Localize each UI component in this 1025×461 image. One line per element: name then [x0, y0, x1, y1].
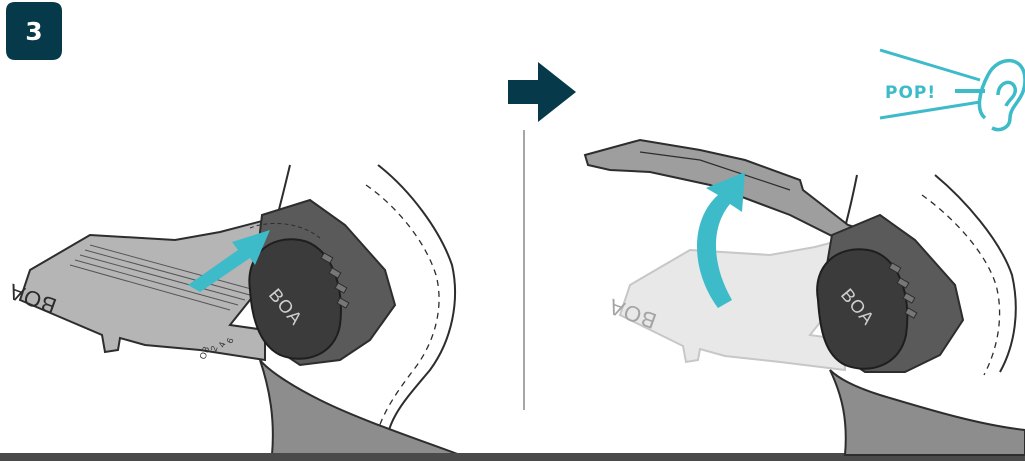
ear-icon	[979, 61, 1025, 130]
step-badge: 3	[6, 2, 62, 60]
pop-label: POP!	[885, 83, 936, 103]
boa-dial-left: BOA	[249, 200, 395, 365]
step-number: 3	[25, 17, 42, 46]
pop-sound-indicator: POP!	[880, 50, 1025, 130]
shoe-sole-right	[830, 370, 1025, 455]
boa-dial-right: BOA	[817, 215, 963, 372]
right-panel: BOA BOA POP!	[585, 50, 1025, 455]
next-step-arrow	[508, 62, 576, 122]
shoe-sole-left	[260, 360, 460, 455]
